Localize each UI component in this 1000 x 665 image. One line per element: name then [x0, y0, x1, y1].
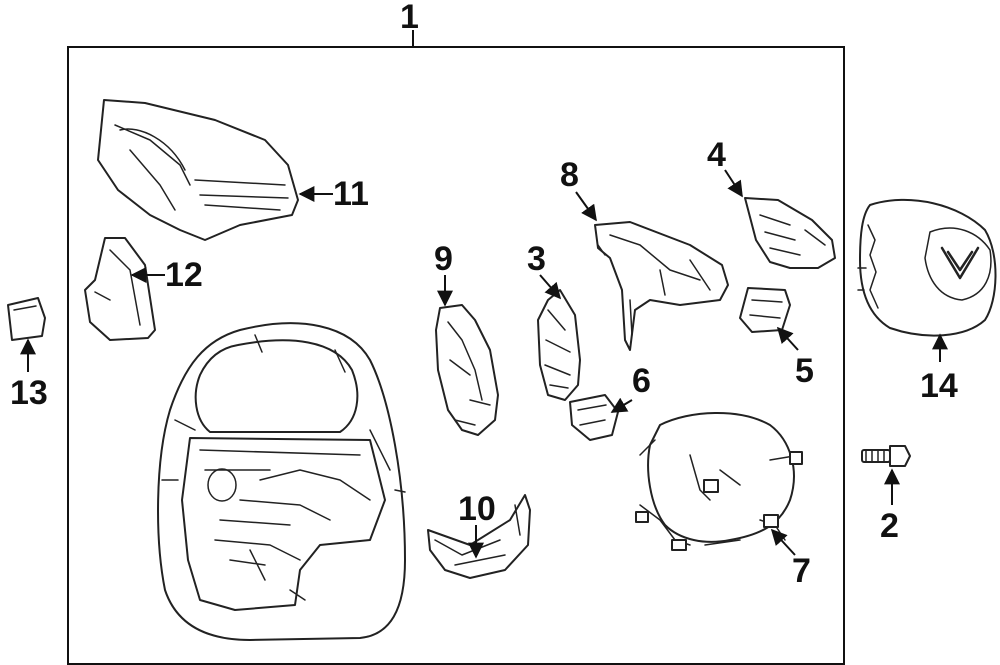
- part-12-trim-panel: [84, 237, 156, 341]
- callout-8: 8: [560, 156, 579, 194]
- callout-4-leader: [724, 169, 743, 198]
- callout-11: 11: [333, 175, 369, 213]
- callout-9: 9: [434, 240, 453, 278]
- callout-3-leader: [539, 274, 562, 300]
- part-5-switch: [739, 287, 791, 333]
- callout-5: 5: [795, 352, 814, 390]
- callout-6: 6: [632, 362, 651, 400]
- part-8-right-switch-bezel: [594, 221, 729, 351]
- callout-13: 13: [10, 374, 48, 412]
- callout-2: 2: [880, 507, 899, 545]
- callout-10: 10: [458, 490, 496, 528]
- callout-1: 1: [400, 0, 419, 36]
- assembly-frame: [67, 46, 845, 665]
- part-9-left-switch-bezel: [435, 304, 499, 436]
- callout-12: 12: [165, 256, 203, 294]
- part-4-switch-pad: [744, 197, 836, 269]
- part-13-clip: [7, 297, 46, 341]
- callout-5-leader: [776, 326, 799, 351]
- part-7-wiring-harness: [635, 412, 803, 551]
- callout-8-leader: [575, 191, 597, 222]
- callout-4: 4: [707, 136, 726, 174]
- callout-14: 14: [920, 367, 958, 405]
- callout-6-leader: [610, 397, 633, 413]
- steering-wheel: [157, 322, 406, 641]
- callout-3: 3: [527, 240, 546, 278]
- part-10-lower-bracket: [427, 494, 531, 579]
- callout-7: 7: [792, 552, 811, 590]
- part-11-upper-trim-cover: [97, 99, 299, 241]
- part-14-airbag-module: [857, 198, 997, 337]
- part-3-switch: [537, 289, 581, 401]
- callout-7-leader: [770, 528, 796, 556]
- part-6-bracket: [569, 394, 619, 441]
- part-2-bolt: [861, 445, 911, 467]
